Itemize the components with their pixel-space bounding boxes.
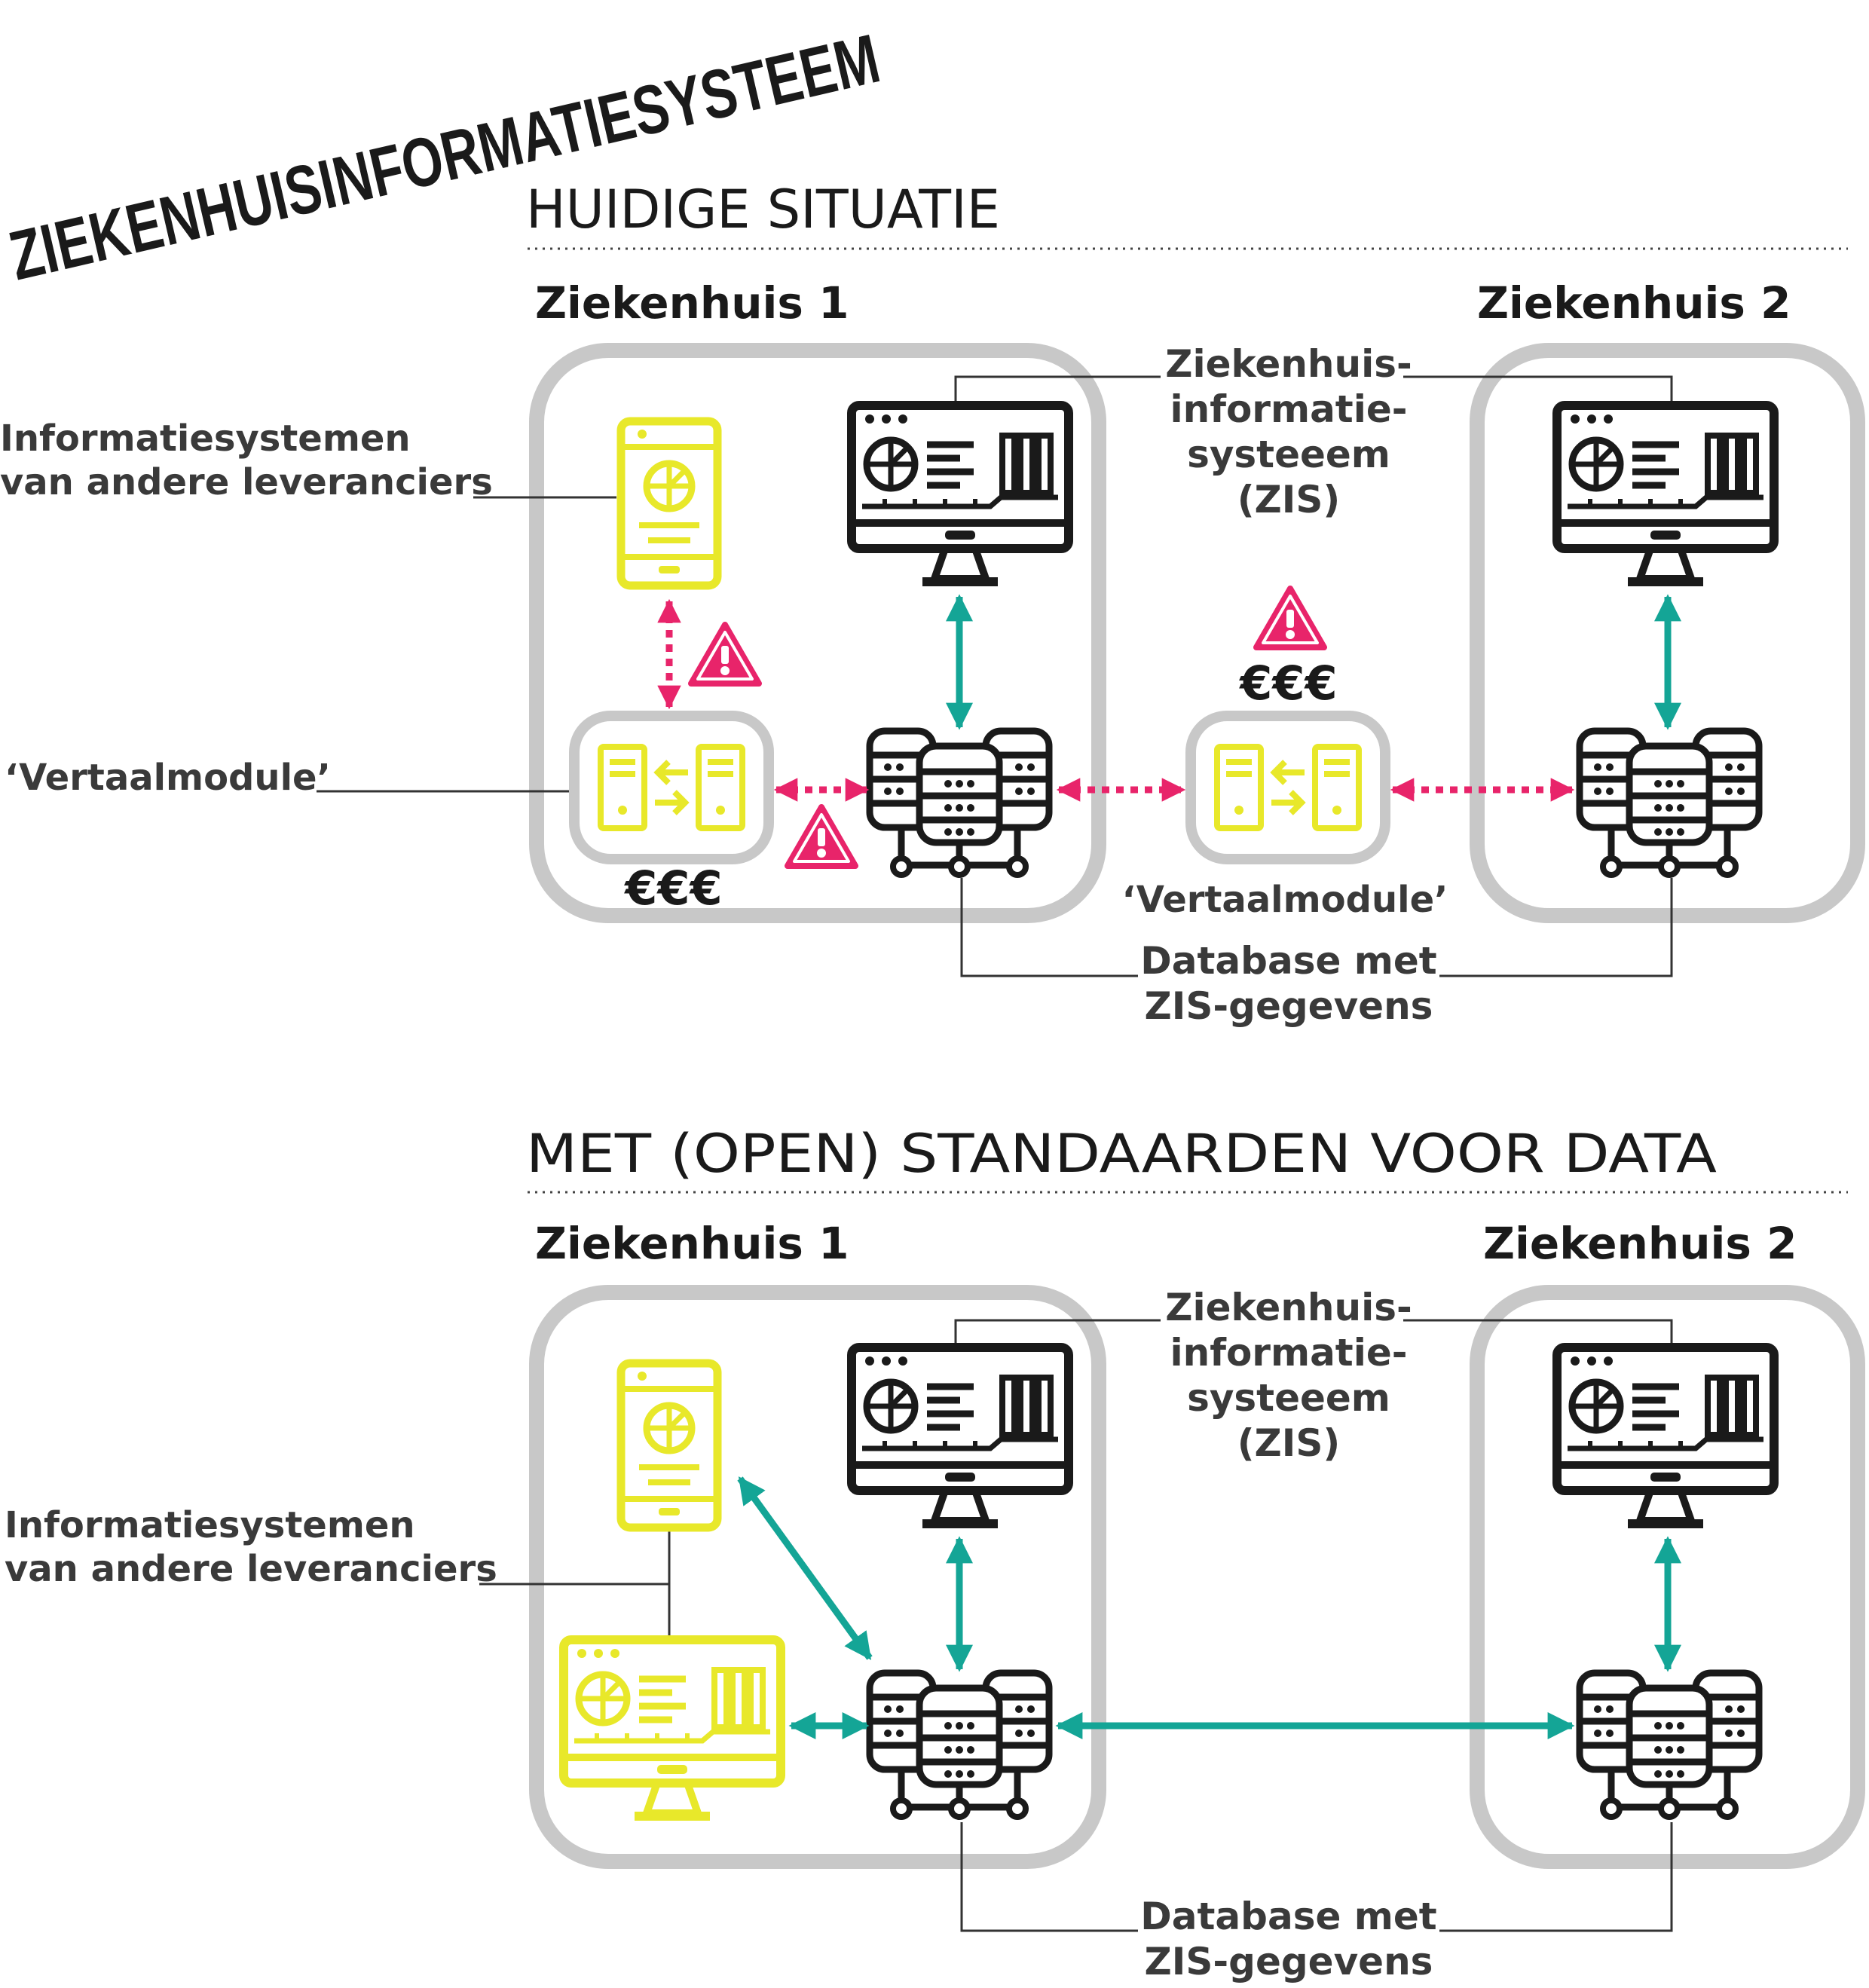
zis-leader-standards-right bbox=[1403, 1319, 1673, 1345]
hospital2-label-current: Ziekenhuis 2 bbox=[1477, 277, 1791, 329]
database-icon-current-h2 bbox=[1580, 731, 1759, 875]
section-heading-current: HUIDIGE SITUATIE bbox=[526, 179, 1000, 240]
zis-label-standards-line2: informatie- bbox=[1170, 1331, 1407, 1375]
zis-label-current-line1: Ziekenhuis- bbox=[1165, 342, 1412, 386]
database-icon-standards-h2 bbox=[1580, 1673, 1759, 1817]
warning-icon-current-middle bbox=[1256, 589, 1324, 647]
phone-icon-current bbox=[621, 421, 717, 586]
hospital1-label-standards: Ziekenhuis 1 bbox=[535, 1218, 849, 1269]
other-systems-label-standards-line2: van andere leveranciers bbox=[5, 1548, 497, 1590]
translator-label-current-middle: ‘Vertaalmodule’ bbox=[1122, 879, 1448, 921]
zis-label-current-line4: (ZIS) bbox=[1237, 478, 1341, 521]
database-label-standards-line2: ZIS-gegevens bbox=[1145, 1940, 1433, 1983]
monitor-icon-standards-h2 bbox=[1557, 1347, 1774, 1524]
monitor-icon-standards-yellow bbox=[564, 1640, 781, 1816]
warning-icon-current-bottom bbox=[788, 807, 855, 866]
zis-label-standards-line4: (ZIS) bbox=[1237, 1421, 1341, 1465]
database-icon-standards-h1 bbox=[870, 1673, 1049, 1817]
database-leader-standards-left bbox=[960, 1822, 1138, 1932]
zis-leader-current-right bbox=[1403, 375, 1673, 403]
main-title: ZIEKENHUISINFORMATIESYSTEEM bbox=[3, 20, 887, 295]
hospital2-container-current bbox=[1470, 343, 1865, 923]
translator-box-current-left bbox=[569, 711, 774, 864]
database-label-current-line2: ZIS-gegevens bbox=[1145, 984, 1433, 1028]
section-heading-standards: MET (OPEN) STANDAARDEN VOOR DATA bbox=[526, 1123, 1717, 1185]
phone-icon-standards bbox=[621, 1363, 717, 1528]
database-leader-current-left bbox=[960, 878, 1138, 977]
hospital2-container-standards bbox=[1470, 1285, 1865, 1869]
database-label-standards-line1: Database met bbox=[1140, 1895, 1436, 1938]
other-systems-label-current-line1: Informatiesystemen bbox=[0, 417, 411, 460]
warning-icon-current-top bbox=[691, 625, 759, 684]
zis-leader-current-left bbox=[954, 375, 1161, 403]
database-leader-standards-right bbox=[1439, 1822, 1673, 1932]
database-label-current-line1: Database met bbox=[1140, 939, 1436, 983]
translator-box-current-middle bbox=[1185, 711, 1390, 864]
hospital1-container-current bbox=[529, 343, 1106, 923]
database-leader-current-right bbox=[1439, 878, 1673, 977]
monitor-icon-standards-h1 bbox=[852, 1347, 1069, 1524]
cost-label-current-left: €€€ bbox=[623, 861, 722, 916]
zis-label-standards-line1: Ziekenhuis- bbox=[1165, 1286, 1412, 1329]
zis-leader-standards-left bbox=[954, 1319, 1161, 1345]
database-icon-current-h1 bbox=[870, 731, 1049, 875]
other-systems-label-current-line2: van andere leveranciers bbox=[0, 461, 493, 503]
other-systems-label-standards-line1: Informatiesystemen bbox=[5, 1504, 415, 1546]
translator-label-current-left: ‘Vertaalmodule’ bbox=[5, 757, 331, 799]
arrow-phone-database-standards bbox=[737, 1476, 873, 1660]
monitor-icon-current-h2 bbox=[1557, 405, 1774, 582]
cost-label-current-middle: €€€ bbox=[1238, 656, 1337, 711]
zis-label-current-line2: informatie- bbox=[1170, 387, 1407, 431]
hospital1-container-standards bbox=[529, 1285, 1106, 1869]
hospital2-label-standards: Ziekenhuis 2 bbox=[1483, 1218, 1797, 1269]
hospital1-label-current: Ziekenhuis 1 bbox=[535, 277, 849, 329]
zis-label-current-line3: systeeem bbox=[1187, 433, 1390, 476]
zis-label-standards-line3: systeeem bbox=[1187, 1376, 1390, 1420]
monitor-icon-current-h1 bbox=[852, 405, 1069, 582]
